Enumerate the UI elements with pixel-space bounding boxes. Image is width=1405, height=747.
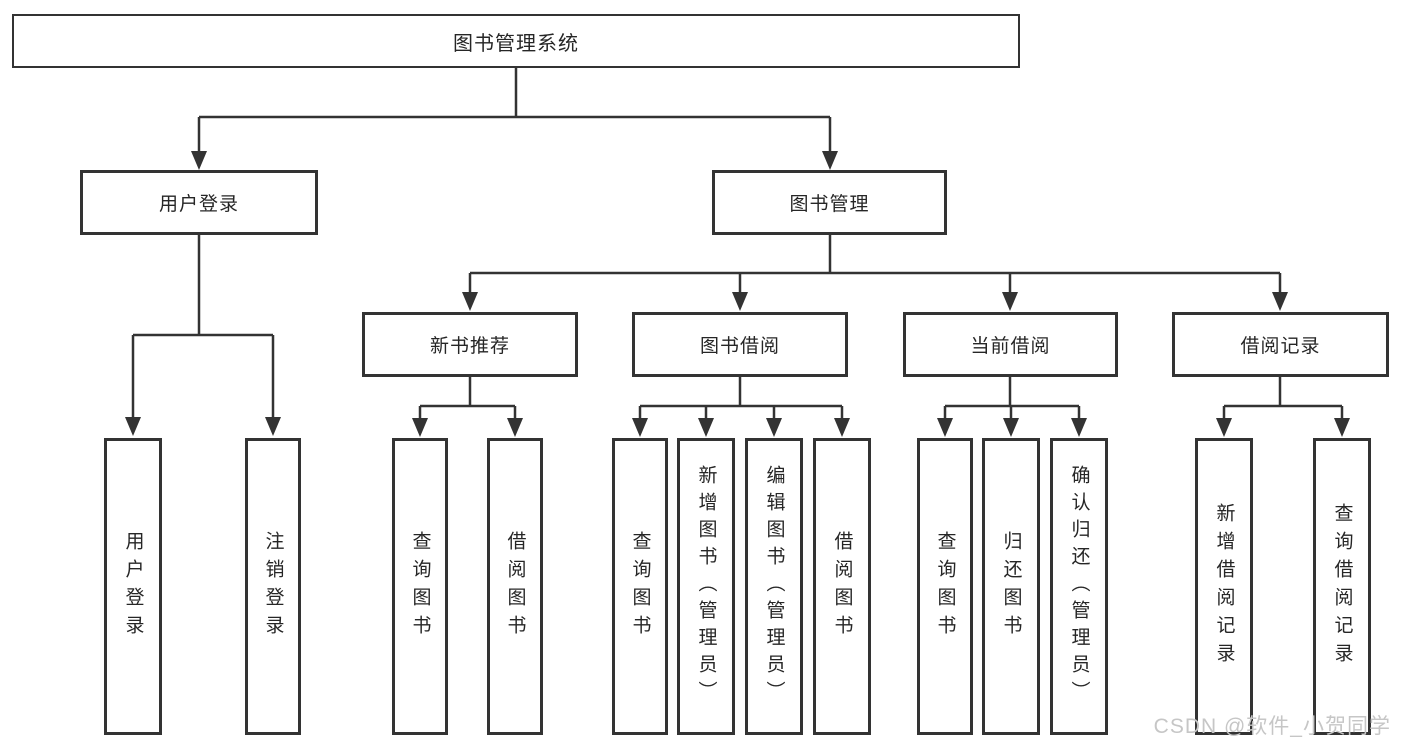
leaf-query-books-recommend: 查询图书	[392, 438, 448, 735]
leaf-borrow-books-recommend: 借阅图书	[487, 438, 543, 735]
leaf-edit-books-admin: 编辑图书（管理员）	[745, 438, 803, 735]
leaf-add-books-admin: 新增图书（管理员）	[677, 438, 735, 735]
leaf-query-books-borrowing: 查询图书	[612, 438, 668, 735]
node-borrowing-records: 借阅记录	[1172, 312, 1389, 377]
leaf-return-books: 归还图书	[982, 438, 1040, 735]
leaf-add-borrowing-record: 新增借阅记录	[1195, 438, 1253, 735]
node-current-borrowing: 当前借阅	[903, 312, 1118, 377]
node-library-management-system: 图书管理系统	[12, 14, 1020, 68]
leaf-query-books-current: 查询图书	[917, 438, 973, 735]
csdn-watermark: CSDN @软件_小贺同学	[1153, 715, 1391, 738]
leaf-borrow-books: 借阅图书	[813, 438, 871, 735]
node-book-management: 图书管理	[712, 170, 947, 235]
node-new-book-recommendation: 新书推荐	[362, 312, 578, 377]
leaf-confirm-return-admin: 确认归还（管理员）	[1050, 438, 1108, 735]
node-user-login: 用户登录	[80, 170, 318, 235]
leaf-logout: 注销登录	[245, 438, 301, 735]
leaf-query-borrowing-record: 查询借阅记录	[1313, 438, 1371, 735]
node-book-borrowing: 图书借阅	[632, 312, 848, 377]
leaf-user-login: 用户登录	[104, 438, 162, 735]
